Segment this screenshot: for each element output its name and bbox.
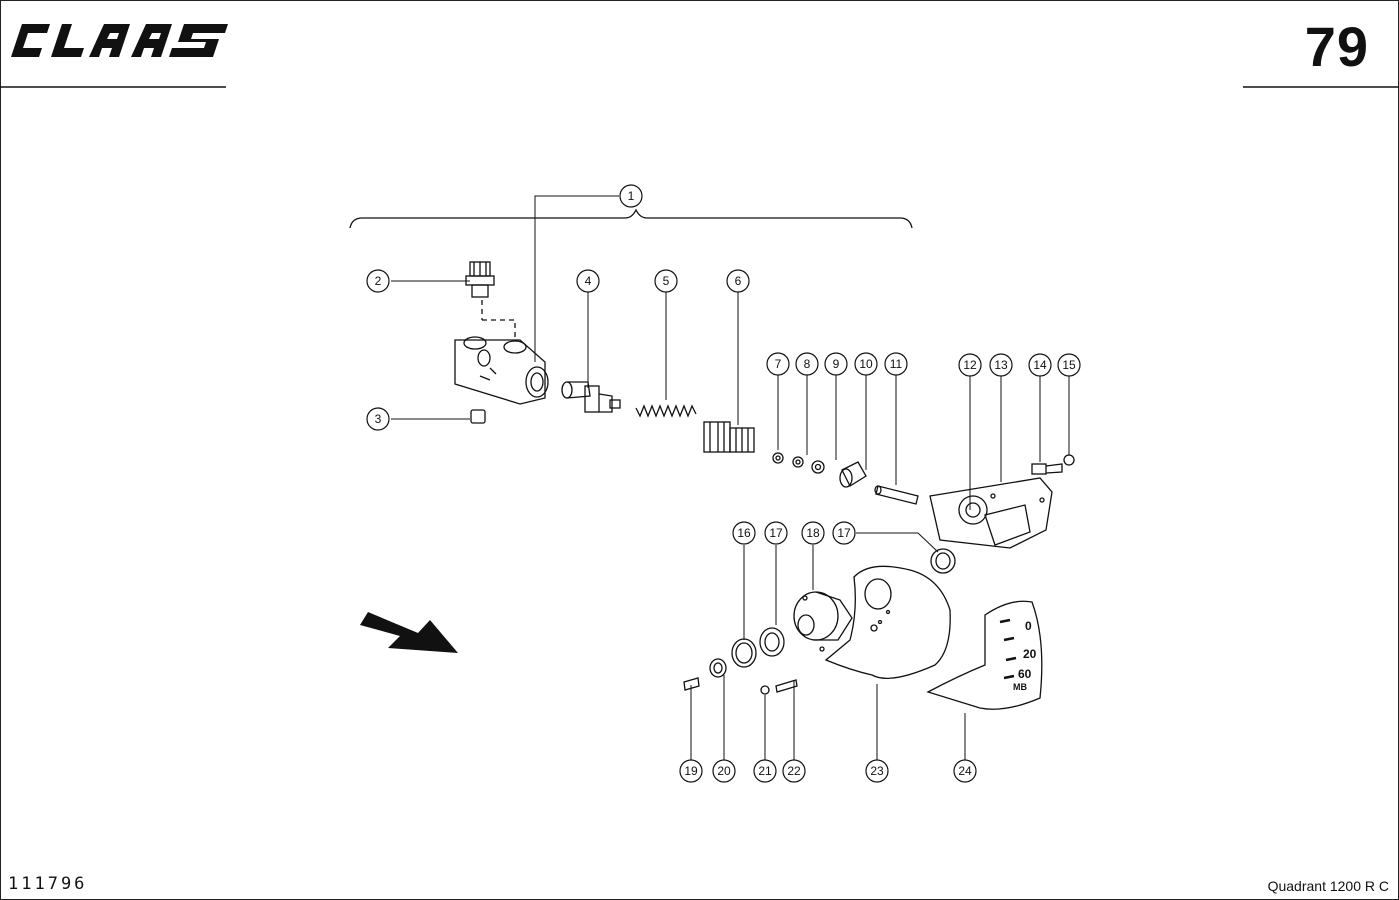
washer-21: [760, 685, 770, 695]
svg-text:22: 22: [787, 764, 801, 778]
svg-text:15: 15: [1062, 358, 1076, 372]
dial-mark-60: 60: [1018, 667, 1032, 681]
callout-2: 2: [366, 269, 390, 293]
part-valve-body: [454, 336, 549, 405]
callout-23: 23: [865, 759, 889, 783]
callout-4: 4: [576, 269, 600, 293]
part-piston: [561, 381, 621, 413]
part-bracket: [929, 477, 1053, 549]
svg-text:18: 18: [806, 526, 820, 540]
callout-3: 3: [366, 407, 390, 431]
part-bushing: [930, 548, 956, 574]
callout-1: 1: [619, 184, 643, 208]
svg-text:10: 10: [859, 357, 873, 371]
svg-text:6: 6: [735, 274, 742, 288]
callout-14: 14: [1028, 353, 1052, 377]
part-pin: [874, 485, 919, 505]
part-threaded-cap: [703, 421, 755, 453]
svg-text:1: 1: [628, 189, 635, 203]
svg-text:11: 11: [890, 357, 903, 371]
washer-7-hole: [775, 455, 781, 461]
direction-arrow-icon: [360, 612, 458, 653]
ring-17: [759, 627, 785, 657]
part-flange-housing: [793, 591, 853, 652]
callout-15: 15: [1057, 353, 1081, 377]
callout-16: 16: [732, 521, 756, 545]
part-screw: [1031, 463, 1063, 475]
part-plug: [470, 409, 486, 424]
callout-20: 20: [712, 759, 736, 783]
header-rule-right: [1243, 86, 1399, 88]
svg-text:14: 14: [1033, 358, 1047, 372]
model-label: Quadrant 1200 R C: [1267, 878, 1389, 894]
svg-text:7: 7: [775, 357, 782, 371]
part-fitting: [465, 261, 495, 298]
callout-7: 7: [766, 352, 790, 376]
callout-19: 19: [679, 759, 703, 783]
callout-24: 24: [953, 759, 977, 783]
washer-15: [1063, 454, 1075, 466]
callout-10: 10: [854, 352, 878, 376]
callout-8: 8: [795, 352, 819, 376]
assembly-brace: [349, 208, 913, 229]
washer-8: [792, 456, 804, 468]
part-dial-scale: [926, 600, 1043, 710]
svg-text:17: 17: [769, 526, 783, 540]
callout-13: 13: [989, 353, 1013, 377]
svg-text:12: 12: [963, 358, 977, 372]
part-sleeve: [839, 461, 867, 488]
dash-guide: [481, 300, 516, 340]
washer-9: [811, 460, 825, 474]
callout-18: 18: [801, 521, 825, 545]
leader-lines: [391, 195, 1070, 760]
ring-17-inner: [764, 632, 780, 652]
washer-8-hole: [795, 459, 801, 465]
part-spring: [635, 404, 697, 418]
callout-17-left: 17: [764, 521, 788, 545]
washer-7: [772, 452, 784, 464]
svg-text:17: 17: [837, 526, 851, 540]
ring-16-inner: [735, 642, 753, 664]
svg-text:2: 2: [375, 274, 382, 288]
svg-text:21: 21: [758, 764, 772, 778]
claas-logo: [0, 24, 228, 88]
callout-9: 9: [824, 352, 848, 376]
document-id: 111796: [8, 874, 88, 894]
callout-12: 12: [958, 353, 982, 377]
svg-text:8: 8: [804, 357, 811, 371]
svg-text:20: 20: [717, 764, 731, 778]
callout-6: 6: [726, 269, 750, 293]
svg-text:13: 13: [994, 358, 1008, 372]
part-bolt: [775, 679, 798, 693]
ring-16: [731, 638, 757, 668]
washer-20-hole: [713, 662, 723, 674]
callout-22: 22: [782, 759, 806, 783]
callout-5: 5: [654, 269, 678, 293]
callout-11: 11: [884, 352, 908, 376]
callout-group: 1 2 3 4 5 6 7 8 9 10 11 12 13 14 15 16 1…: [366, 184, 1081, 783]
page-number: 79: [1304, 15, 1369, 78]
callout-17-right: 17: [832, 521, 856, 545]
part-small-screw: [683, 677, 700, 691]
callout-21: 21: [753, 759, 777, 783]
svg-text:23: 23: [870, 764, 884, 778]
svg-text:5: 5: [663, 274, 670, 288]
dial-unit: MB: [1013, 682, 1027, 692]
svg-text:3: 3: [375, 412, 382, 426]
svg-text:9: 9: [833, 357, 840, 371]
svg-text:24: 24: [958, 764, 972, 778]
part-cover-plate: [824, 565, 951, 679]
washer-9-hole: [814, 463, 822, 471]
svg-text:19: 19: [684, 764, 698, 778]
svg-text:16: 16: [737, 526, 751, 540]
dial-mark-0: 0: [1025, 619, 1032, 633]
svg-text:4: 4: [585, 274, 592, 288]
dial-mark-20: 20: [1023, 647, 1037, 661]
washer-20: [709, 658, 727, 678]
